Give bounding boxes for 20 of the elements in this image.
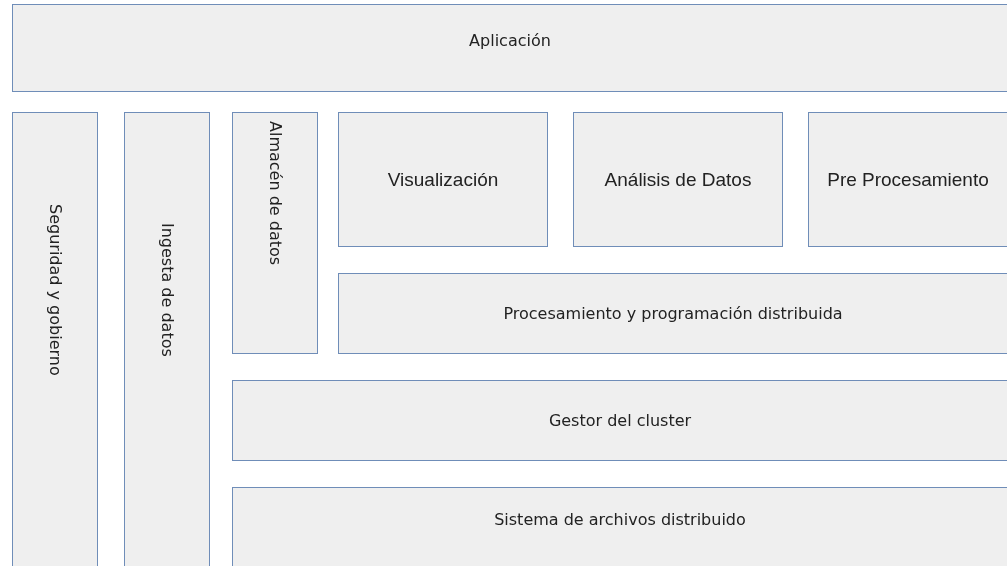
vertical-layer-box [12, 112, 98, 566]
layer-box [808, 112, 1007, 247]
layer-box [338, 112, 548, 247]
layer-box [232, 380, 1007, 461]
layer-label: Ingesta de datos [157, 222, 177, 357]
layer-box [232, 487, 1007, 566]
layer-label: Gestor del cluster [548, 410, 692, 431]
vertical-layer-box [232, 112, 318, 354]
layer-label: Procesamiento y programación distribuida [503, 303, 843, 324]
layer-label: Visualización [387, 167, 499, 192]
layer-box [573, 112, 783, 247]
layer-box [338, 273, 1007, 354]
layer-box [12, 4, 1007, 92]
vertical-layer-box [124, 112, 210, 566]
layer-label: Análisis de Datos [604, 167, 752, 192]
layer-label: Almacén de datos [265, 120, 285, 266]
layer-label: Pre Procesamiento [827, 167, 989, 192]
layer-label: Aplicación [469, 31, 551, 51]
layer-label: Sistema de archivos distribuido [494, 510, 746, 530]
layer-label: Seguridad y gobierno [45, 203, 65, 376]
